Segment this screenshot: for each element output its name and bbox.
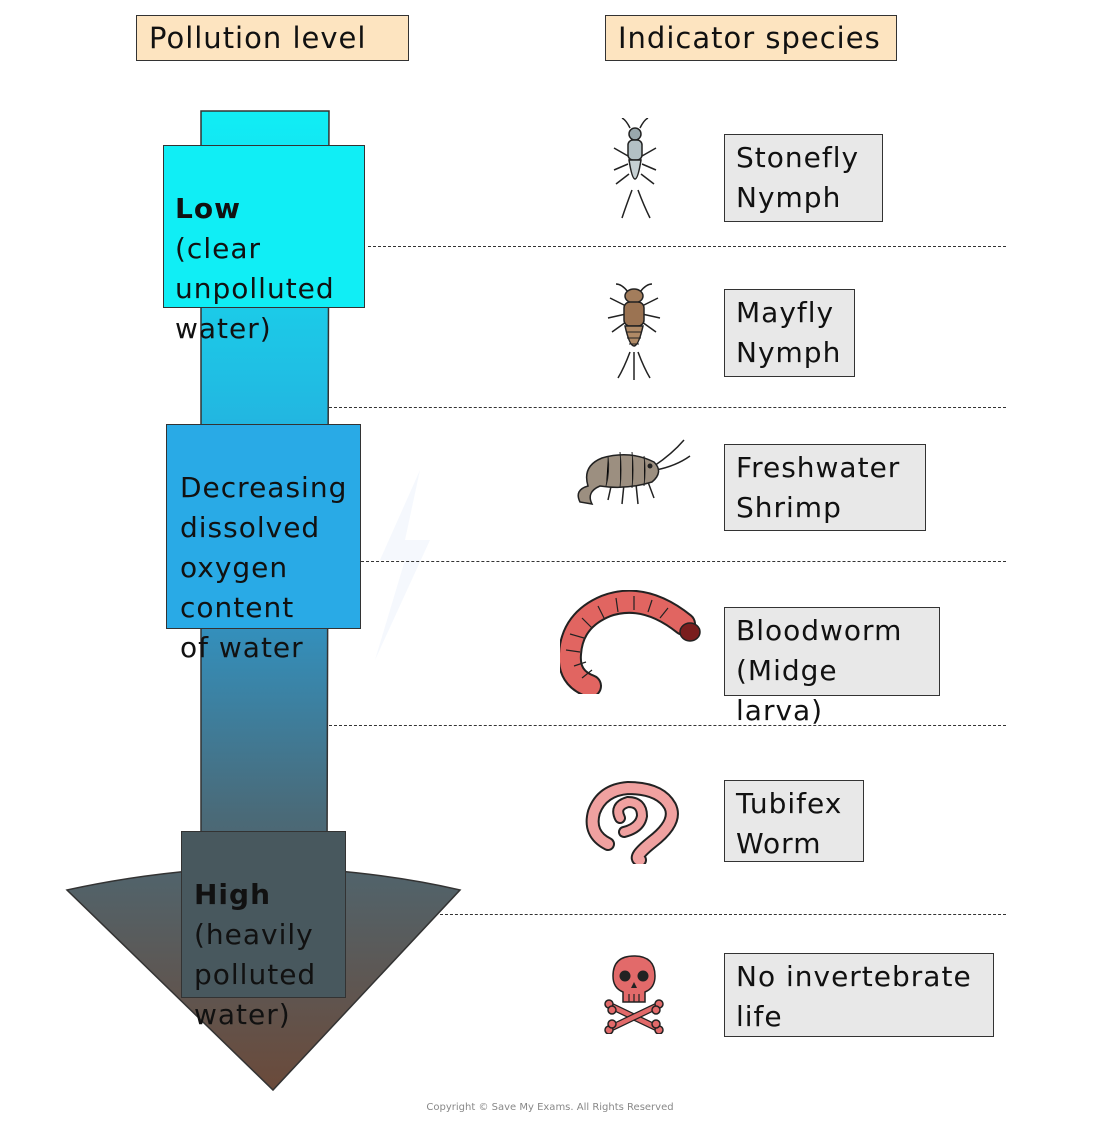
copyright-notice: Copyright © Save My Exams. All Rights Re… xyxy=(426,1102,674,1113)
species-label-no-life: No invertebrate life xyxy=(724,953,994,1037)
high-pollution-box: High (heavily polluted water) xyxy=(181,831,346,1031)
species-label-mayfly: Mayfly Nymph xyxy=(724,289,855,377)
species-label-tubifex: Tubifex Worm xyxy=(724,780,864,862)
high-pollution-description: (heavily polluted water) xyxy=(194,918,317,1031)
decreasing-oxygen-box: Decreasing dissolved oxygen content of w… xyxy=(166,424,361,664)
separator-line xyxy=(329,725,1006,726)
stonefly-icon xyxy=(613,118,657,219)
decreasing-oxygen-description: Decreasing dissolved oxygen content of w… xyxy=(180,471,348,664)
skull-crossbones-icon xyxy=(604,955,664,1034)
shrimp-icon xyxy=(577,439,691,505)
species-label-bloodworm: Bloodworm (Midge larva) xyxy=(724,607,940,727)
bloodworm-icon xyxy=(560,590,701,694)
low-pollution-title: Low xyxy=(175,192,241,225)
high-pollution-title: High xyxy=(194,878,272,911)
indicator-species-header: Indicator species xyxy=(605,15,897,61)
separator-line xyxy=(440,914,1006,915)
mayfly-icon xyxy=(607,283,661,380)
species-label-shrimp: Freshwater Shrimp xyxy=(724,444,926,531)
separator-line xyxy=(368,246,1006,247)
pollution-level-header: Pollution level xyxy=(136,15,409,61)
tubifex-worm-icon xyxy=(585,780,679,864)
separator-line xyxy=(361,561,1006,562)
low-pollution-box: Low (clear unpolluted water) xyxy=(163,145,365,345)
low-pollution-description: (clear unpolluted water) xyxy=(175,232,335,345)
separator-line xyxy=(329,407,1006,408)
species-label-stonefly: Stonefly Nymph xyxy=(724,134,883,222)
